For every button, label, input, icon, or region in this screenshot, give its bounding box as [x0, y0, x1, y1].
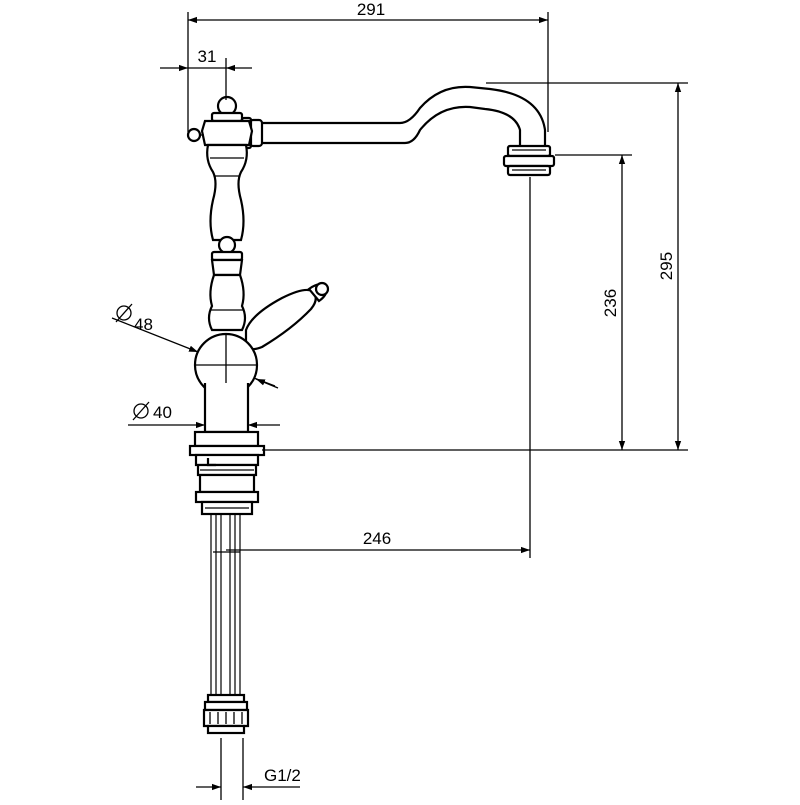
supply-hoses [210, 514, 241, 695]
base-ring [193, 430, 260, 448]
dimension-label-body-diameter: 48 [134, 315, 153, 334]
body-neck [207, 273, 247, 332]
faucet-body [186, 85, 556, 735]
dimension-label-outlet-height: 236 [601, 289, 620, 317]
lower-body [203, 383, 250, 434]
dimension-body-diameter: 48 [111, 303, 279, 389]
dimension-label-connection-thread: G1/2 [264, 766, 301, 785]
middle-knob [210, 235, 244, 277]
dimension-connection-thread: G1/2 [196, 738, 301, 800]
dimension-label-base-diameter: 40 [153, 403, 172, 422]
mounting-flange [188, 444, 266, 477]
dimension-label-total-height: 295 [657, 252, 676, 280]
dimension-label-spout-reach: 291 [357, 0, 385, 19]
hose-fittings [202, 693, 250, 735]
dimension-label-hose-length: 246 [363, 529, 391, 548]
diameter-symbol-icon [132, 401, 150, 421]
dimension-base-diameter: 40 [128, 401, 280, 429]
dimension-axis-offset: 31 [160, 47, 252, 100]
threaded-shank [194, 473, 260, 516]
spout-tube [260, 85, 547, 146]
diameter-symbol-icon [115, 303, 133, 323]
dimension-spout-reach: 291 [187, 0, 549, 132]
lever-handle [244, 281, 330, 351]
spout-head [502, 144, 556, 177]
upper-body [206, 143, 248, 242]
dimension-hose-length: 246 [226, 177, 531, 558]
dimension-total-height: 295 [262, 82, 688, 451]
dimension-outlet-height: 236 [555, 154, 632, 450]
top-finial [186, 95, 254, 147]
dimension-label-axis-offset: 31 [198, 47, 217, 66]
